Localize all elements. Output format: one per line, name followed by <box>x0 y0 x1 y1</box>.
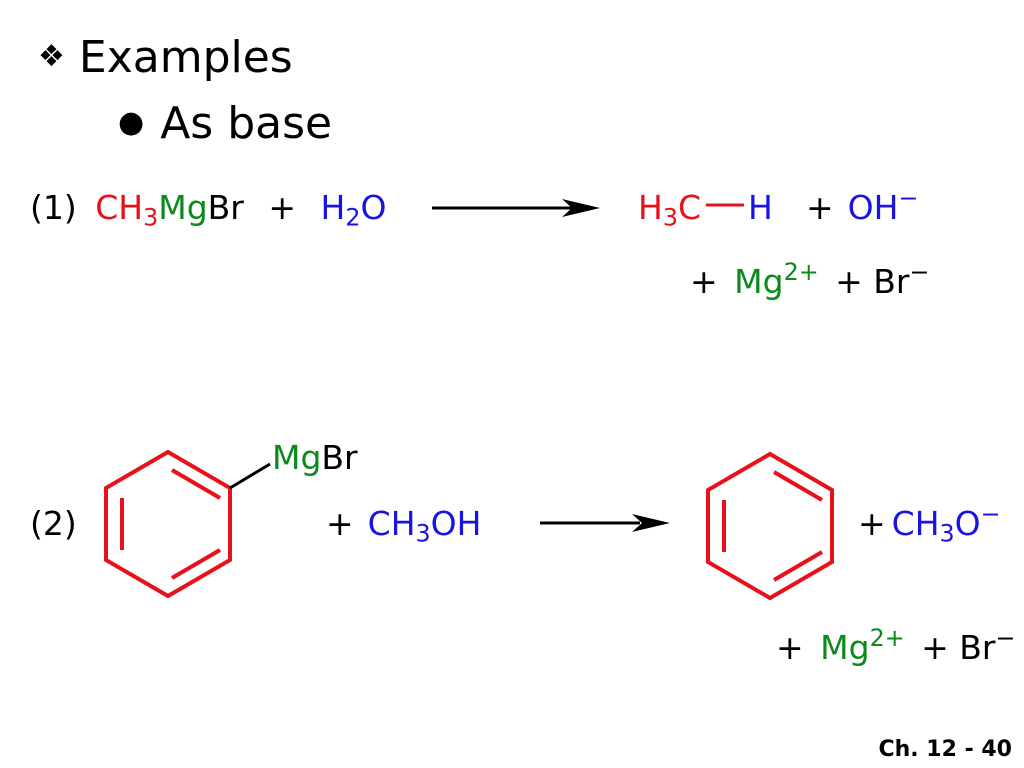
reaction2-methanol: +CH3OH <box>326 504 482 548</box>
product1-hydrogen: H <box>748 188 773 227</box>
reactant1-mg: Mg <box>158 188 208 227</box>
diamond-bullet-icon: ❖ <box>38 39 65 74</box>
subheading-text: As base <box>160 98 333 149</box>
reaction2-arrow <box>540 514 670 532</box>
mgbr-substituent: MgBr <box>272 438 358 477</box>
slide-subheading: ● As base <box>118 98 332 149</box>
reactant1-ch3: CH3 <box>95 188 159 232</box>
reaction1-byproduct: + Mg2+ + Br− <box>690 257 930 301</box>
dot-bullet-icon: ● <box>118 105 145 140</box>
phenyl-ring-reactant <box>104 449 271 599</box>
benzene-ring-product <box>706 451 834 601</box>
reaction1-label: (1) <box>30 188 77 227</box>
reaction1-plus: + <box>268 188 297 227</box>
slide-page-number: Ch. 12 - 40 <box>878 737 1012 762</box>
reactant1-br: Br <box>207 188 244 227</box>
product2-hydroxide: +OH− <box>806 183 919 227</box>
heading-text: Examples <box>78 32 293 83</box>
reaction1-equation: (1) CH3MgBr + H2O <box>30 188 387 232</box>
reactant2-water: H2O <box>320 188 387 232</box>
ch-bond-line <box>706 203 744 207</box>
reaction2-label: (2) <box>30 504 77 543</box>
product1-methane: H3C <box>638 188 701 232</box>
slide-heading: ❖ Examples <box>38 32 293 83</box>
reaction1-arrow <box>432 199 600 217</box>
product2-methoxide: +CH3O− <box>858 499 1001 548</box>
reaction1-plus-2: + <box>806 188 834 227</box>
reaction2-byproduct: + Mg2+ + Br− <box>776 623 1016 667</box>
